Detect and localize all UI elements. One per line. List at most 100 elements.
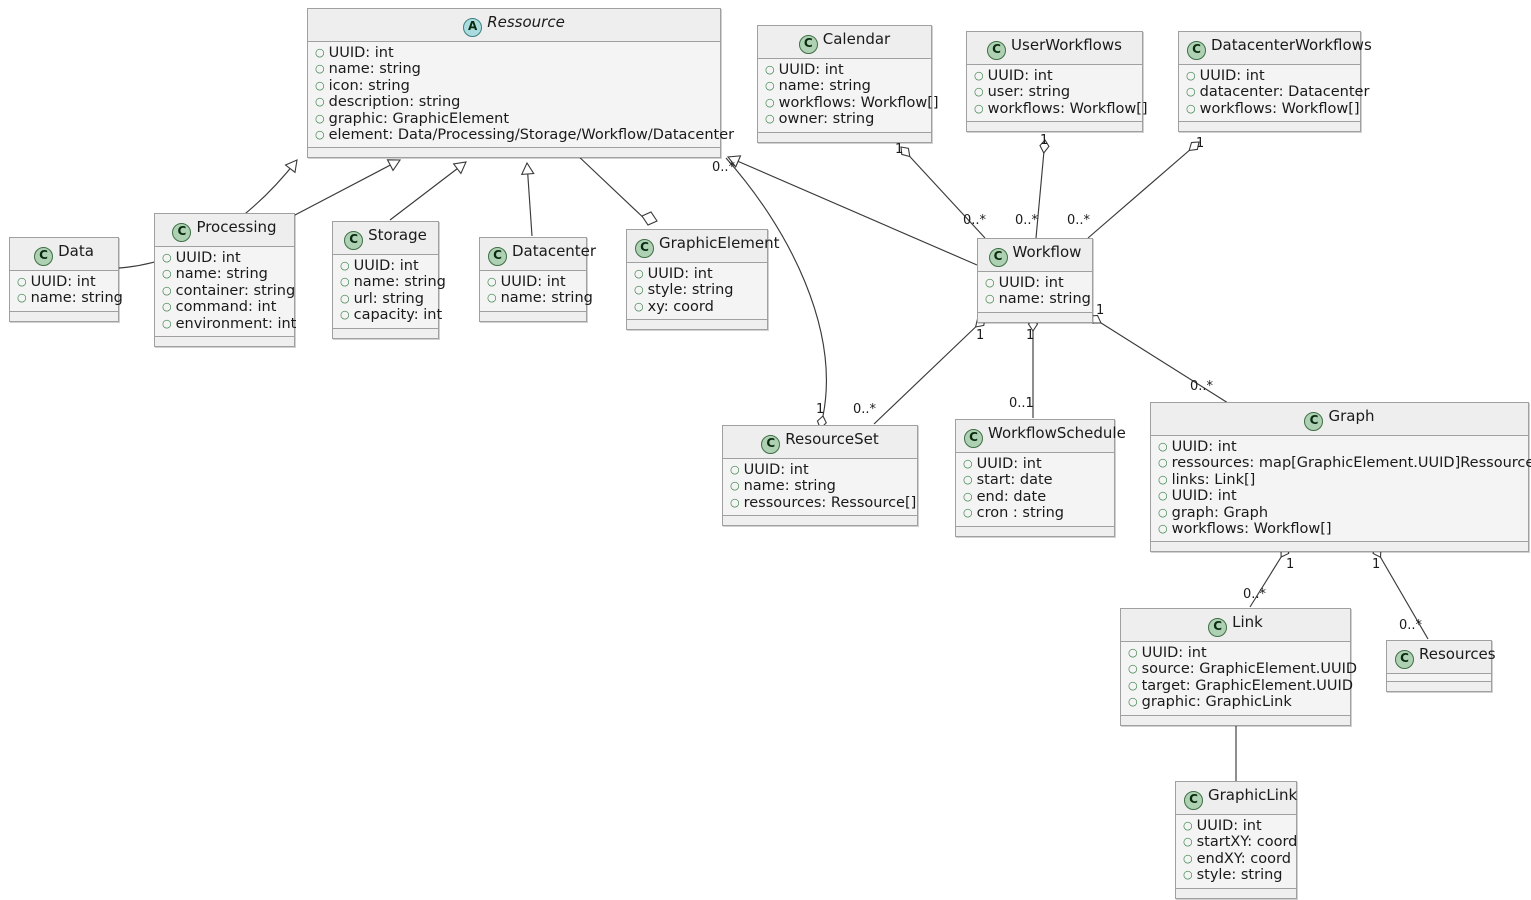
class-methods-datacenterworkflows bbox=[1179, 122, 1360, 132]
attribute-text: user: string bbox=[987, 84, 1071, 101]
attribute-text: element: Data/Processing/Storage/Workflo… bbox=[328, 127, 735, 144]
class-name-workflowschedule: WorkflowSchedule bbox=[988, 424, 1126, 442]
class-icon: C bbox=[988, 248, 1008, 267]
attribute-row: ○icon: string bbox=[315, 78, 713, 94]
attribute-row: ○UUID: int bbox=[1158, 488, 1521, 504]
class-name-workflow: Workflow bbox=[1012, 243, 1082, 261]
class-attributes-graphiclink: ○UUID: int○startXY: coord○endXY: coord○s… bbox=[1176, 815, 1297, 889]
class-name-graphicelement: GraphicElement bbox=[659, 234, 780, 252]
class-icon: C bbox=[964, 429, 983, 448]
attribute-row: ○UUID: int bbox=[1186, 68, 1353, 84]
class-name-datacenter: Datacenter bbox=[512, 242, 597, 260]
attribute-row: ○name: string bbox=[765, 78, 924, 94]
class-icon: C bbox=[798, 35, 818, 54]
visibility-public-icon: ○ bbox=[974, 101, 984, 115]
visibility-public-icon: ○ bbox=[315, 111, 325, 125]
attribute-text: links: Link[] bbox=[1171, 471, 1256, 488]
attribute-text: graphic: GraphicElement bbox=[328, 110, 510, 127]
class-methods-storage bbox=[333, 328, 438, 338]
visibility-public-icon: ○ bbox=[963, 457, 973, 470]
visibility-public-icon: ○ bbox=[1128, 646, 1138, 659]
visibility-public-icon: ○ bbox=[730, 463, 740, 476]
edge-datacenterworkflows-workflow bbox=[1087, 141, 1200, 239]
attribute-text: workflows: Workflow[] bbox=[1171, 521, 1332, 538]
class-methods-ressource bbox=[308, 148, 720, 158]
class-name-graph: Graph bbox=[1328, 407, 1375, 425]
attribute-row: ○ressources: Ressource[] bbox=[730, 495, 916, 511]
attribute-text: name: string bbox=[30, 290, 123, 307]
visibility-public-icon: ○ bbox=[1183, 819, 1193, 832]
class-methods-resourceset bbox=[723, 516, 917, 526]
class-icon: C bbox=[1304, 412, 1324, 431]
attribute-text: name: string bbox=[353, 274, 446, 291]
attribute-row: ○cron : string bbox=[963, 505, 1107, 521]
attribute-row: ○name: string bbox=[487, 290, 593, 306]
attribute-row: ○datacenter: Datacenter bbox=[1186, 84, 1369, 100]
class-name-data: Data bbox=[58, 242, 94, 260]
attribute-text: owner: string bbox=[778, 111, 875, 128]
attribute-row: ○ressources: map[GraphicElement.UUID]Res… bbox=[1158, 455, 1531, 471]
abstract-icon: A bbox=[463, 18, 483, 37]
attribute-row: ○end: date bbox=[963, 489, 1107, 505]
visibility-public-icon: ○ bbox=[634, 267, 644, 280]
class-attributes-link: ○UUID: int○source: GraphicElement.UUID○t… bbox=[1121, 642, 1357, 716]
attribute-row: ○UUID: int bbox=[963, 456, 1107, 472]
attribute-text: UUID: int bbox=[328, 45, 394, 61]
visibility-public-icon: ○ bbox=[1128, 695, 1138, 709]
visibility-public-icon: ○ bbox=[974, 85, 984, 99]
attribute-text: UUID: int bbox=[998, 275, 1064, 291]
visibility-public-icon: ○ bbox=[1158, 440, 1168, 453]
attribute-row: ○owner: string bbox=[765, 111, 924, 127]
attribute-text: UUID: int bbox=[1141, 645, 1207, 661]
visibility-public-icon: ○ bbox=[963, 473, 973, 487]
edge-ressource-workflow bbox=[726, 155, 978, 266]
attribute-row: ○startXY: coord bbox=[1183, 834, 1297, 850]
edge-datacenter-ressource bbox=[520, 161, 535, 237]
visibility-public-icon: ○ bbox=[340, 259, 350, 272]
multiplicity-label: 1 bbox=[1096, 303, 1105, 318]
attribute-row: ○capacity: int bbox=[340, 307, 442, 323]
visibility-public-icon: ○ bbox=[1186, 69, 1196, 82]
multiplicity-label: 1 bbox=[1286, 557, 1295, 572]
attribute-row: ○description: string bbox=[315, 94, 713, 110]
attribute-row: ○UUID: int bbox=[1158, 439, 1521, 455]
attribute-text: environment: int bbox=[175, 315, 297, 332]
visibility-public-icon: ○ bbox=[765, 95, 775, 109]
class-name-resourceset: ResourceSet bbox=[785, 430, 879, 448]
multiplicity-label: 0..* bbox=[1015, 213, 1039, 228]
visibility-public-icon: ○ bbox=[985, 292, 995, 306]
attribute-text: container: string bbox=[175, 282, 296, 299]
attribute-row: ○environment: int bbox=[162, 316, 296, 332]
attribute-row: ○UUID: int bbox=[974, 68, 1135, 84]
attribute-text: start: date bbox=[976, 472, 1053, 489]
attribute-row: ○endXY: coord bbox=[1183, 851, 1291, 867]
visibility-public-icon: ○ bbox=[1158, 505, 1168, 519]
class-name-graphiclink: GraphicLink bbox=[1208, 786, 1298, 804]
multiplicity-label: 0..1 bbox=[1009, 396, 1034, 411]
class-attributes-resourceset: ○UUID: int○name: string○ressources: Ress… bbox=[723, 459, 917, 517]
attribute-row: ○UUID: int bbox=[340, 258, 431, 274]
multiplicity-label: 0..* bbox=[963, 213, 987, 228]
class-methods-resources bbox=[1387, 682, 1491, 691]
attribute-row: ○style: string bbox=[1183, 867, 1289, 883]
